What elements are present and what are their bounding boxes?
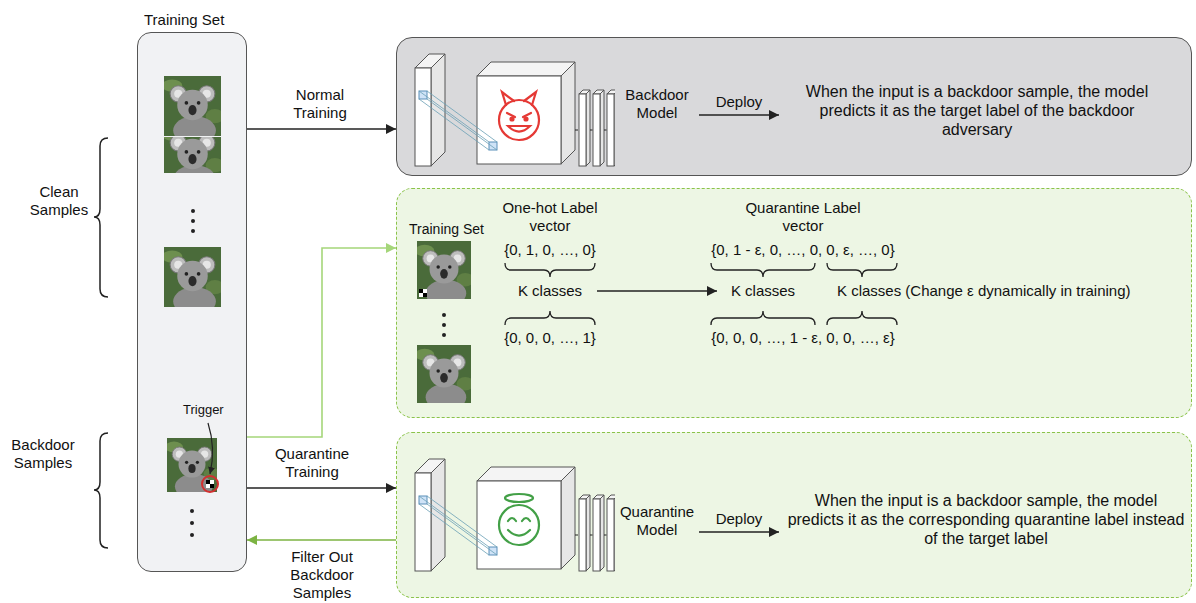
- clean-bracket: [94, 138, 108, 297]
- callout-label: Trigger: [183, 402, 224, 418]
- group-label: Clean Samples: [22, 183, 96, 219]
- label-vector: {0, 0, 0, …, 1}: [475, 329, 625, 347]
- flow-arrow: [247, 128, 396, 130]
- flow-arrow: [247, 539, 396, 541]
- vector-heading: Quarantine Label vector: [738, 199, 868, 235]
- edge-label: Normal Training: [280, 86, 360, 122]
- quarantine-panel: Quarantine Model Deploy When the input is …: [396, 432, 1192, 598]
- deploy-label: Deploy: [707, 510, 771, 528]
- class-count: K classes (Change ε dynamically in train…: [837, 282, 1130, 300]
- flow-arrow: [247, 248, 396, 437]
- result-text: When the input is a backdoor sample, the…: [787, 82, 1167, 140]
- edge-label: Quarantine Training: [262, 445, 362, 481]
- set-heading: Training Set: [409, 221, 484, 238]
- training-set-panel: Training Set: [137, 32, 247, 572]
- model-name: Quarantine Model: [617, 503, 697, 539]
- training-images: [138, 33, 246, 571]
- edge-label: Filter Out Backdoor Samples: [272, 548, 372, 602]
- label-vector: {0, 0, 0, …, 1 - ε, 0, 0, …, ε}: [688, 329, 918, 347]
- flow-arrow: [247, 487, 396, 489]
- label-vector: {0, 1, 0, …, 0}: [475, 241, 625, 259]
- backdoor-panel: Backdoor Model Deploy When the input is a …: [396, 37, 1192, 176]
- label-vector: {0, 1 - ε, 0, …, 0, 0, ε, …, 0}: [688, 241, 918, 259]
- panel-heading: Training Set: [144, 11, 224, 29]
- group-label: Backdoor Samples: [4, 436, 82, 472]
- backdoor-bracket: [94, 433, 108, 548]
- deploy-label: Deploy: [707, 93, 771, 111]
- class-count: K classes: [510, 282, 590, 300]
- vector-heading: One-hot Label vector: [485, 199, 615, 235]
- class-count: K classes: [723, 282, 803, 300]
- model-name: Backdoor Model: [617, 86, 697, 122]
- result-text: When the input is a backdoor sample, the…: [787, 491, 1185, 549]
- label-panel: Training SetOne-hot Label vector {0, 1, 0…: [396, 188, 1192, 418]
